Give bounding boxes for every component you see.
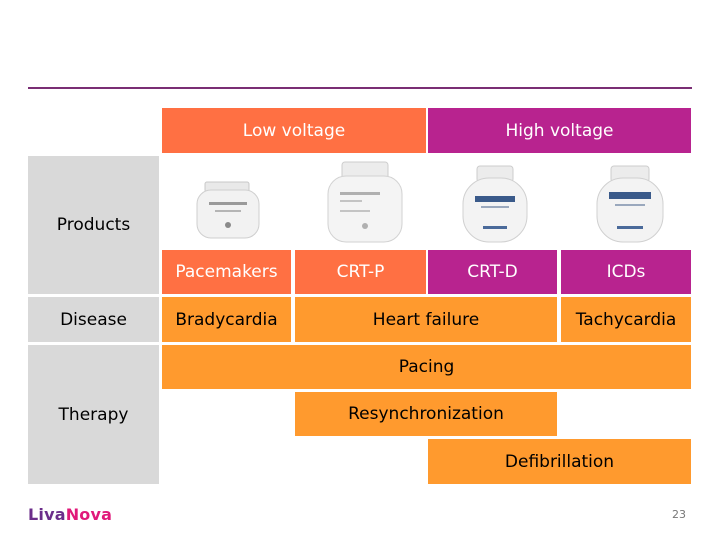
crt-d-device-icon bbox=[456, 164, 534, 244]
device-type-pacemakers: Pacemakers bbox=[162, 250, 291, 294]
disease-tachycardia: Tachycardia bbox=[561, 297, 691, 342]
title-divider bbox=[28, 87, 692, 89]
disease-heart-failure: Heart failure bbox=[295, 297, 557, 342]
logo-part-1: Liva bbox=[28, 505, 66, 524]
header-high-voltage: High voltage bbox=[428, 108, 691, 153]
icd-device-icon bbox=[590, 164, 670, 244]
therapy-defibrillation: Defibrillation bbox=[428, 439, 691, 484]
row-label-products: Products bbox=[28, 156, 159, 294]
device-type-icds: ICDs bbox=[561, 250, 691, 294]
header-low-voltage: Low voltage bbox=[162, 108, 426, 153]
row-label-disease: Disease bbox=[28, 297, 159, 342]
logo-part-2: Nova bbox=[65, 505, 113, 524]
therapy-pacing: Pacing bbox=[162, 345, 691, 389]
crt-p-device-icon bbox=[318, 160, 412, 244]
page-number: 23 bbox=[672, 508, 686, 521]
device-type-crt-p: CRT-P bbox=[295, 250, 426, 294]
livanova-logo: LivaNova bbox=[28, 505, 112, 524]
pacemaker-device-icon bbox=[186, 178, 270, 244]
device-type-crt-d: CRT-D bbox=[428, 250, 557, 294]
row-label-therapy: Therapy bbox=[28, 345, 159, 484]
therapy-resynchronization: Resynchronization bbox=[295, 392, 557, 436]
disease-bradycardia: Bradycardia bbox=[162, 297, 291, 342]
